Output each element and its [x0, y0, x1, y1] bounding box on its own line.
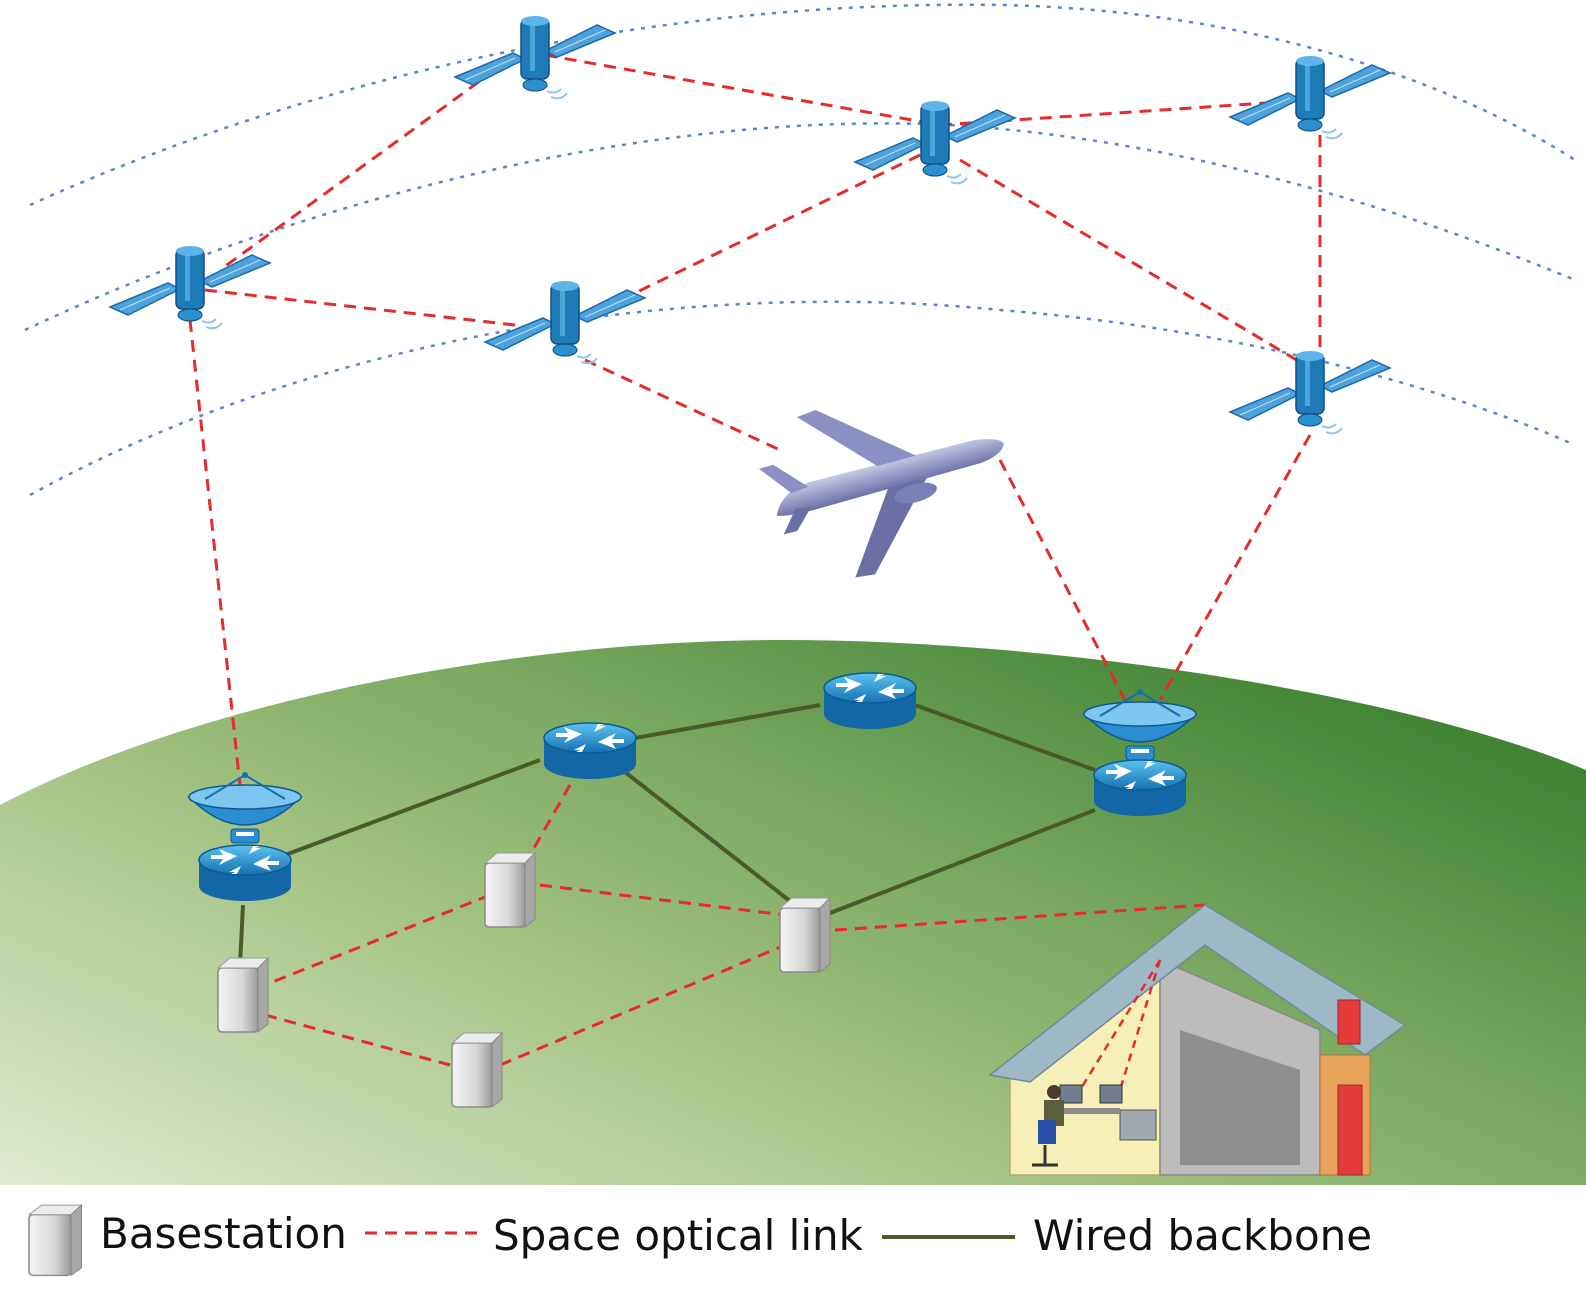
orbit-path [29, 3, 1576, 207]
backbone-link [623, 770, 797, 907]
basestation-icon [28, 1204, 83, 1277]
optical-link [204, 288, 516, 327]
backbone-link [824, 808, 1096, 917]
basestation-icon [779, 897, 831, 973]
backbone-link [238, 904, 245, 966]
legend-basestation-label: Basestation [100, 1209, 347, 1258]
legend-space-optical-link-label: Space optical link [493, 1211, 864, 1260]
backbone-link [284, 758, 541, 857]
office-worker-icon [1032, 1084, 1157, 1167]
basestation-icon [484, 852, 536, 928]
satellites [109, 15, 1391, 435]
optical-link [599, 153, 921, 312]
satellite-icon [1229, 350, 1391, 435]
legend-basestation: Basestation [28, 1204, 347, 1277]
basestation-icon [451, 1032, 503, 1108]
satellite-icon [109, 245, 271, 330]
basestation-icon [217, 957, 269, 1033]
router-icon [198, 844, 292, 902]
optical-link [188, 319, 242, 786]
legend-wired-backbone-label: Wired backbone [1033, 1211, 1372, 1260]
airplane-icon [758, 410, 1004, 578]
satellite-icon [1229, 55, 1391, 140]
optical-link [219, 68, 496, 272]
house-icon [988, 904, 1407, 1176]
satellite-icon [854, 100, 1016, 185]
space-optical-links [188, 53, 1322, 1067]
optical-link [959, 158, 1306, 367]
legend-wired-backbone: Wired backbone [882, 1211, 1372, 1260]
optical-link [834, 903, 1206, 932]
optical-link [544, 53, 941, 127]
optical-link [584, 358, 781, 452]
router-icon [543, 722, 637, 780]
legend-space-optical-link: Space optical link [365, 1211, 864, 1260]
optical-link [264, 893, 491, 987]
legend: Basestation Space optical link Wired bac… [28, 1204, 1372, 1277]
backbone-link [914, 703, 1096, 772]
router-icon [1093, 759, 1187, 817]
wired-backbone-links [238, 703, 1096, 966]
orbit-path [24, 122, 1576, 332]
optical-link [539, 883, 786, 917]
optical-link [499, 943, 786, 1067]
optical-link [528, 784, 572, 856]
orbit-path [29, 300, 1576, 497]
router-icon [823, 672, 917, 730]
orbit-paths [24, 3, 1576, 497]
backbone-link [634, 703, 821, 740]
optical-link [264, 1013, 451, 1067]
satellite-icon [484, 280, 646, 365]
optical-link [998, 459, 1127, 701]
optical-link [1158, 434, 1312, 701]
